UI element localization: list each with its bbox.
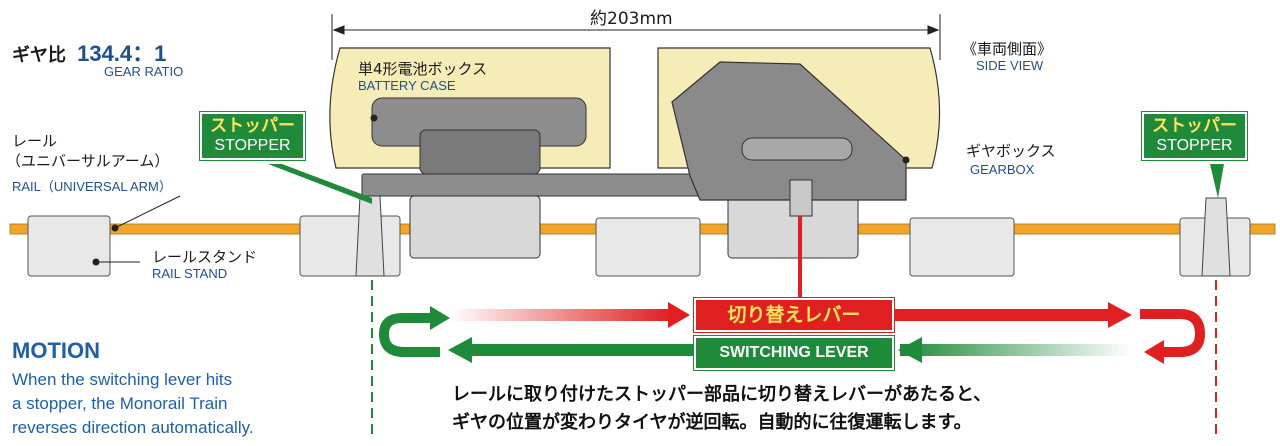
stopper-left-part (355, 195, 385, 277)
green-arrows (378, 306, 1132, 363)
gearbox-en: GEARBOX (970, 162, 1035, 177)
stopper-right-jp: ストッパー (1152, 116, 1237, 136)
caption-jp-1: レールに取り付けたストッパー部品に切り替えレバーがあたると、 (452, 384, 992, 405)
battery-case-en: BATTERY CASE (358, 78, 456, 93)
dimension-text: 約203mm (590, 9, 673, 29)
rail-stand-jp: レールスタンド (152, 248, 258, 266)
switching-lever-label-en: SWITCHING LEVER (693, 335, 895, 371)
battery-case-jp: 単4形電池ボックス (358, 60, 488, 78)
stopper-left-label: ストッパー STOPPER (199, 111, 306, 161)
rail-stand-en: RAIL STAND (152, 266, 228, 281)
rail-jp-2: （ユニバーサルアーム） (6, 152, 170, 170)
switching-lever-label-jp: 切り替えレバー (693, 297, 895, 333)
red-arrows (450, 302, 1206, 364)
stopper-left-pointer (268, 164, 372, 204)
motion-line-1: When the switching lever hits (12, 370, 233, 389)
rail-en: RAIL（UNIVERSAL ARM） (12, 179, 172, 194)
stopper-right-pointer (1210, 164, 1224, 198)
gearbox-slot (741, 137, 853, 161)
motion-line-2: a stopper, the Monorail Train (12, 394, 228, 413)
gear-ratio: ギヤ比 134.4：1 (12, 36, 166, 68)
stopper-left-jp: ストッパー (210, 116, 295, 136)
switching-lever-part (789, 179, 813, 217)
stopper-left-en: STOPPER (214, 136, 291, 154)
gearbox-jp: ギヤボックス (966, 142, 1056, 160)
stopper-right-part (1201, 197, 1231, 277)
gearbox-part (671, 61, 907, 201)
gear-ratio-value: 134.4：1 (77, 41, 167, 66)
gear-ratio-en: GEAR RATIO (104, 64, 184, 79)
stopper-right-en: STOPPER (1156, 136, 1233, 154)
stopper-right-label: ストッパー STOPPER (1141, 111, 1248, 161)
caption-jp-2: ギヤの位置が変わりタイヤが逆回転。自動的に往復運転します。 (452, 412, 972, 433)
dimension-line (331, 14, 941, 60)
side-view-en: SIDE VIEW (976, 58, 1044, 73)
motion-line-3: reverses direction automatically. (12, 418, 254, 437)
chassis (361, 97, 903, 259)
side-view-jp: 《車両側面》 (962, 40, 1053, 58)
gear-ratio-label: ギヤ比 (12, 45, 66, 66)
motion-title: MOTION (12, 338, 100, 363)
leader-lines (92, 114, 910, 266)
rail-jp-1: レール (12, 132, 58, 150)
